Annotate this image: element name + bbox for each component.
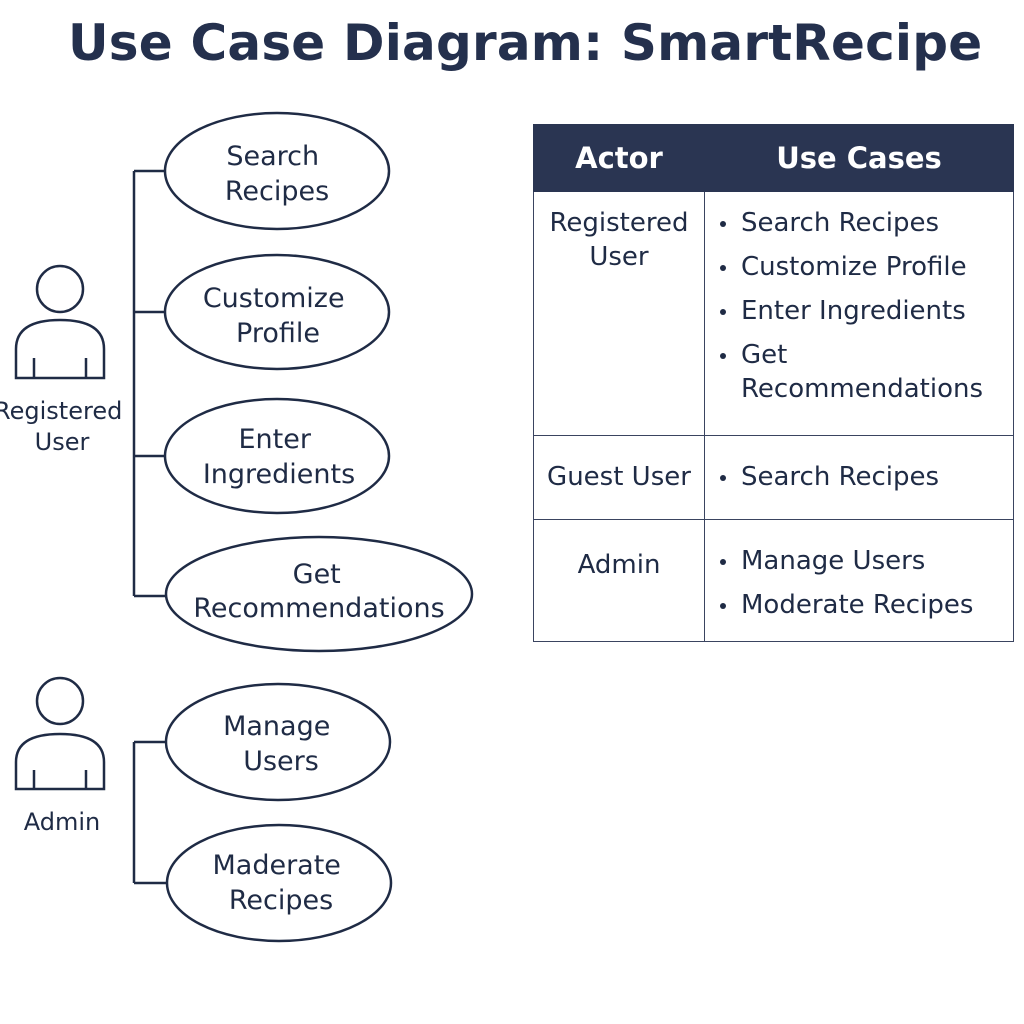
get-recommendations-line-1: Get xyxy=(293,559,341,590)
use-case-get-recommendations xyxy=(164,535,474,653)
registered-user-actor-icon xyxy=(14,264,106,380)
use-case-list: Search Recipes xyxy=(705,436,1013,504)
list-item: Enter Ingredients xyxy=(719,294,1007,328)
registered-user-connector xyxy=(132,169,166,598)
search-recipes-line-2: Recipes xyxy=(225,176,329,207)
use-case-search-recipes xyxy=(163,111,391,231)
svg-text:Admin: Admin xyxy=(24,808,101,836)
table-header-row: Actor Use Cases xyxy=(533,124,1014,192)
list-item: Moderate Recipes xyxy=(719,588,1007,622)
use-case-moderate-recipes xyxy=(165,823,393,943)
actor-cell-admin: Admin xyxy=(533,519,705,642)
svg-text:Manage Users: Manage Users xyxy=(223,711,339,777)
use-cases-cell-admin: Manage Users Moderate Recipes xyxy=(704,519,1014,642)
header-use-cases: Use Cases xyxy=(704,124,1014,192)
list-item: Customize Profile xyxy=(719,250,1007,284)
customize-profile-line-1: Customize xyxy=(203,283,345,314)
actor-cell-line: Admin xyxy=(577,550,661,580)
actor-use-case-table-container: Actor Use Cases Registered User Search R… xyxy=(533,124,1014,642)
actor-cell-registered-user: Registered User xyxy=(533,191,705,436)
search-recipes-line-1: Search xyxy=(226,141,319,172)
list-item: Manage Users xyxy=(719,544,1007,578)
customize-profile-line-2: Profile xyxy=(236,318,320,349)
svg-text:Get Recommendations: Get Recommendations xyxy=(193,559,444,624)
actor-cell-line: Guest User xyxy=(547,462,691,492)
svg-text:Registered User: Registered User xyxy=(0,397,130,456)
table-row: Guest User Search Recipes xyxy=(533,435,1014,520)
header-actor: Actor xyxy=(533,124,705,192)
svg-text:Customize Profile: Customize Profile xyxy=(203,283,353,349)
use-case-customize-profile xyxy=(163,253,391,371)
use-case-enter-ingredients xyxy=(163,397,391,515)
use-case-list: Manage Users Moderate Recipes xyxy=(705,520,1013,632)
use-case-diagram: Registered User Admin Search Recipes Cus… xyxy=(0,111,474,943)
actor-cell-line: User xyxy=(589,242,649,272)
actor-cell-guest-user: Guest User xyxy=(533,435,705,520)
registered-user-label-line-2: User xyxy=(35,428,90,456)
moderate-recipes-line-2: Recipes xyxy=(229,885,333,916)
admin-connector xyxy=(132,740,167,885)
manage-users-line-2: Users xyxy=(243,746,319,777)
list-item: Get Recommendations xyxy=(719,338,1007,406)
page-title: Use Case Diagram: SmartRecipe xyxy=(68,14,983,72)
svg-text:Search Recipes: Search Recipes xyxy=(225,141,329,207)
use-cases-cell-registered-user: Search Recipes Customize Profile Enter I… xyxy=(704,191,1014,436)
table-row: Admin Manage Users Moderate Recipes xyxy=(533,519,1014,642)
admin-label: Admin xyxy=(24,808,101,836)
list-item: Search Recipes xyxy=(719,460,1007,494)
manage-users-line-1: Manage xyxy=(223,711,330,742)
actor-cell-line: Registered xyxy=(549,208,689,238)
enter-ingredients-line-2: Ingredients xyxy=(203,459,355,490)
actor-use-case-table: Actor Use Cases Registered User Search R… xyxy=(533,124,1014,642)
admin-actor-icon xyxy=(14,676,106,791)
enter-ingredients-line-1: Enter xyxy=(238,424,311,455)
moderate-recipes-line-1: Maderate xyxy=(212,850,340,881)
svg-text:Maderate Recipes: Maderate Recipes xyxy=(212,850,349,916)
table-row: Registered User Search Recipes Customize… xyxy=(533,191,1014,436)
list-item: Search Recipes xyxy=(719,206,1007,240)
use-case-manage-users xyxy=(164,682,392,802)
get-recommendations-line-2: Recommendations xyxy=(193,593,444,624)
svg-text:Enter Ingredients: Enter Ingredients xyxy=(203,424,355,490)
registered-user-label-line-1: Registered xyxy=(0,397,122,425)
use-cases-cell-guest-user: Search Recipes xyxy=(704,435,1014,520)
use-case-list: Search Recipes Customize Profile Enter I… xyxy=(705,192,1013,416)
